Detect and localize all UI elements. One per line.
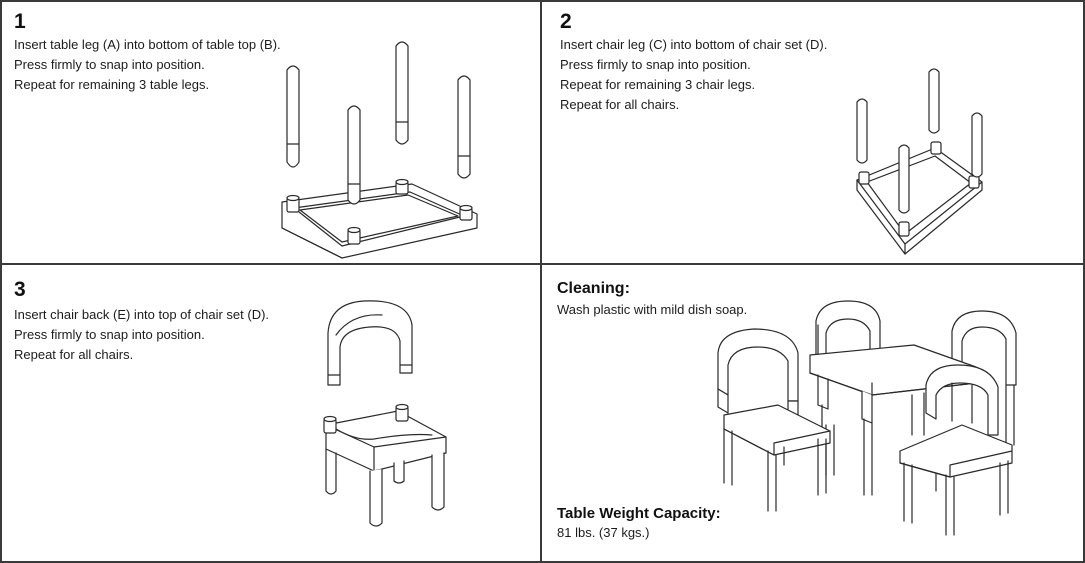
instruction-line: Repeat for remaining 3 table legs. (14, 77, 210, 92)
step-3-panel: 3 Insert chair back (E) into top of chai… (0, 263, 542, 563)
cleaning-panel: Cleaning: Wash plastic with mild dish so… (540, 263, 1085, 563)
instruction-line: Repeat for all chairs. (560, 97, 680, 112)
cleaning-text: Wash plastic with mild dish soap. (557, 302, 748, 317)
instruction-line: Insert chair leg (C) into bottom of chai… (560, 37, 828, 52)
step-2-instructions: Insert chair leg (C) into bottom of chai… (560, 35, 827, 115)
table-leg-assembly-illustration (281, 41, 478, 259)
chair-back-assembly-illustration (323, 300, 447, 527)
capacity-heading: Table Weight Capacity: (557, 505, 721, 522)
instruction-line: Press firmly to snap into position. (14, 57, 205, 72)
step-1-panel: 1 Insert table leg (A) into bottom of ta… (0, 0, 542, 265)
instruction-line: Repeat for all chairs. (14, 347, 134, 362)
step-1-instructions: Insert table leg (A) into bottom of tabl… (14, 35, 281, 95)
step-number: 3 (14, 278, 26, 301)
step-number: 1 (14, 10, 26, 33)
step-number: 2 (560, 10, 572, 33)
capacity-text: 81 lbs. (37 kgs.) (557, 525, 650, 540)
instruction-line: Press firmly to snap into position. (560, 57, 751, 72)
table-and-chairs-set-illustration (717, 300, 1017, 536)
step-2-panel: 2 Insert chair leg (C) into bottom of ch… (540, 0, 1085, 265)
instruction-line: Repeat for remaining 3 chair legs. (560, 77, 756, 92)
instruction-line: Insert chair back (E) into top of chair … (14, 307, 270, 322)
cleaning-heading: Cleaning: (557, 280, 630, 297)
instruction-line: Insert table leg (A) into bottom of tabl… (14, 37, 281, 52)
chair-leg-assembly-illustration (856, 68, 983, 255)
instruction-line: Press firmly to snap into position. (14, 327, 205, 342)
step-3-instructions: Insert chair back (E) into top of chair … (14, 305, 269, 365)
